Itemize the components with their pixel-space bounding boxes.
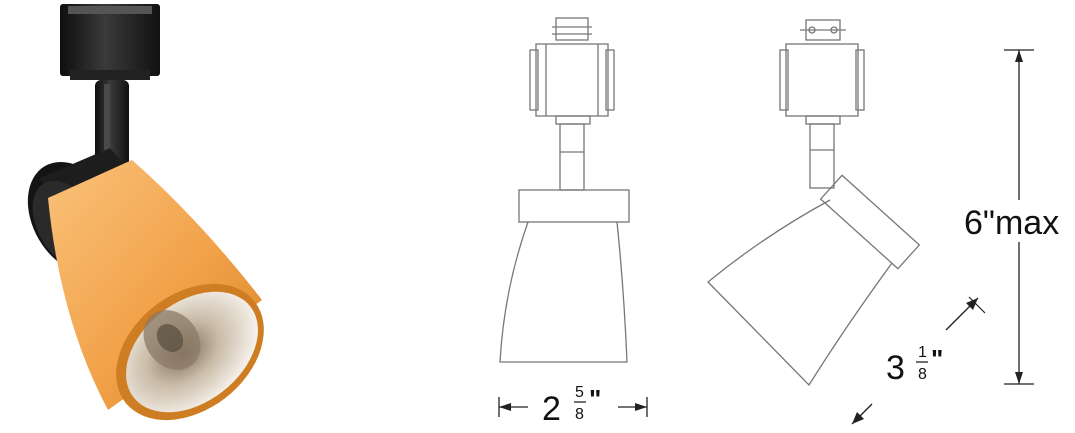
width-dimension: 2 5 8 ": [498, 384, 648, 428]
front-view-drawing: [499, 17, 630, 363]
front-adapter-box: [535, 43, 609, 117]
side-adapter-box: [785, 43, 859, 117]
width-whole: 2: [542, 390, 561, 428]
shade-length-unit: ": [931, 344, 943, 374]
shade-length-denominator: 8: [918, 366, 927, 383]
width-numerator: 5: [575, 384, 584, 401]
amber-glass-shade: [48, 160, 262, 410]
side-view-drawing: [707, 19, 921, 387]
track-light-photo: [27, 4, 264, 421]
shade-length-whole: 3: [886, 349, 905, 387]
shade-length-numerator: 1: [918, 344, 927, 361]
track-adapter: [60, 4, 160, 76]
height-label: 6"max: [964, 204, 1059, 242]
front-shade: [499, 221, 628, 363]
side-collar: [819, 174, 921, 270]
width-denominator: 8: [575, 406, 584, 423]
side-stem: [809, 123, 835, 189]
side-shade: [707, 199, 893, 387]
shade-length-dimension: 3 1 8 ": [851, 296, 986, 425]
front-collar: [518, 189, 630, 223]
front-stem: [559, 123, 585, 191]
stem: [95, 80, 129, 172]
height-dimension: 6"max: [960, 49, 1072, 385]
width-unit: ": [589, 384, 601, 414]
front-top-connector: [555, 17, 589, 41]
